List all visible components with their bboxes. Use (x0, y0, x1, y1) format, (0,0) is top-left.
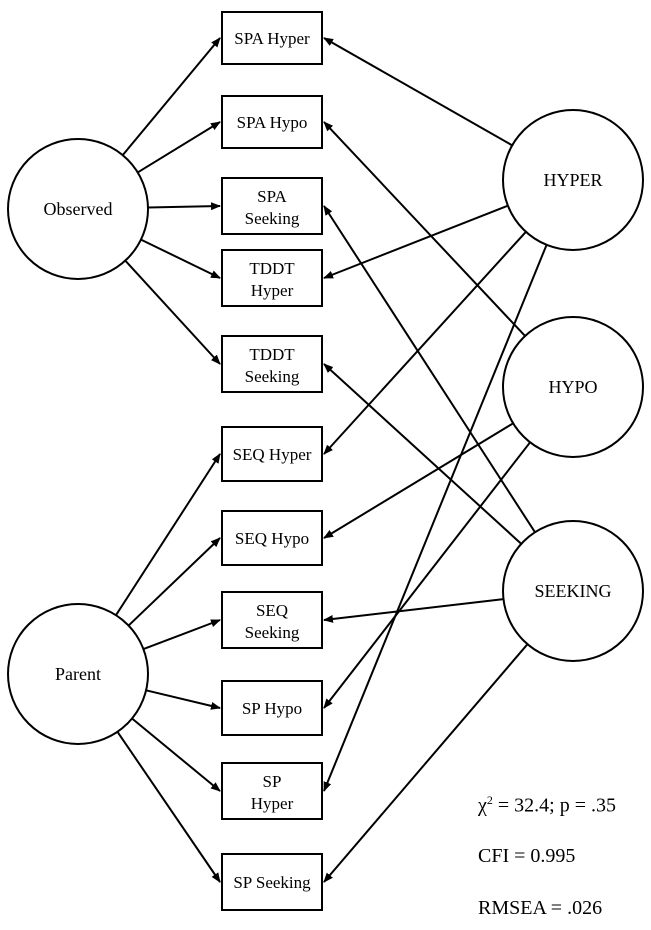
chi-exponent: 2 (486, 793, 493, 807)
path-seeking-to-tddt-seeking (323, 363, 522, 545)
indicator-rect (221, 853, 323, 911)
path-seeking-to-seq-seeking (323, 598, 504, 623)
indicator-label: Seeking (245, 209, 300, 228)
indicator-label: Hyper (251, 281, 294, 300)
path-parent-to-seq-hypo (127, 537, 221, 627)
path-seeking-to-spa-seeking (323, 205, 536, 533)
path-hyper-to-tddt-hyper (323, 204, 509, 279)
path-observed-to-spa-seeking (147, 202, 221, 211)
observed-circle (7, 138, 149, 280)
path-observed-to-tddt-hyper (140, 238, 221, 279)
indicator-label: SEQ Hypo (235, 529, 309, 548)
observed-label: Observed (44, 199, 113, 219)
path-hypo-to-spa-hypo (323, 121, 526, 337)
cfi-stat: CFI = 0.995 (478, 845, 576, 867)
path-hypo-to-seq-hypo (323, 422, 514, 539)
indicator-rect (221, 177, 323, 235)
indicator-label: TDDT (249, 259, 295, 278)
hyper-label: HYPER (543, 170, 602, 190)
indicator-rect (221, 335, 323, 393)
indicator-rect (221, 426, 323, 482)
indicator-label: Hyper (251, 794, 294, 813)
sp-hyper-box: SP Hyper (221, 762, 323, 820)
indicator-label: SEQ (256, 601, 288, 620)
indicator-label: SP Seeking (233, 873, 311, 892)
seq-hypo-box: SEQ Hypo (221, 510, 323, 566)
indicator-label: SPA Hyper (234, 29, 310, 48)
rmsea-stat: RMSEA = .026 (478, 897, 603, 919)
indicator-label: Seeking (245, 623, 300, 642)
indicator-label: Seeking (245, 367, 300, 386)
tddt-seeking-box: TDDT Seeking (221, 335, 323, 393)
tddt-hyper-box: TDDT Hyper (221, 249, 323, 307)
observed-factor: Observed (7, 138, 149, 280)
spa-seeking-box: SPA Seeking (221, 177, 323, 235)
indicator-label: SEQ Hyper (233, 445, 312, 464)
sp-hypo-box: SP Hypo (221, 680, 323, 736)
indicator-label: TDDT (249, 345, 295, 364)
chi-value: = 32.4; p = .35 (492, 794, 617, 817)
indicator-rect (221, 762, 323, 820)
indicator-rect (221, 591, 323, 649)
seeking-factor: SEEKING (502, 520, 644, 662)
path-parent-to-seq-seeking (143, 619, 221, 651)
seq-hyper-box: SEQ Hyper (221, 426, 323, 482)
indicator-rect (221, 95, 323, 149)
hypo-circle (502, 316, 644, 458)
spa-hyper-box: SPA Hyper (221, 11, 323, 65)
path-parent-to-sp-hyper (131, 717, 221, 792)
path-hyper-to-seq-hyper (323, 231, 527, 455)
indicator-rect (221, 249, 323, 307)
sp-seeking-box: SP Seeking (221, 853, 323, 911)
hypo-factor: HYPO (502, 316, 644, 458)
chi-square-stat: χ2 = 32.4; p = .35 (478, 793, 616, 818)
path-observed-to-tddt-seeking (124, 259, 221, 365)
path-parent-to-seq-hyper (115, 453, 221, 616)
path-hypo-to-sp-hypo (323, 441, 531, 709)
chi-symbol: χ (478, 794, 487, 817)
indicator-label: SP (263, 772, 282, 791)
parent-circle (7, 603, 149, 745)
path-observed-to-spa-hyper (121, 37, 221, 156)
parent-factor: Parent (7, 603, 149, 745)
parent-label: Parent (55, 664, 101, 684)
path-hyper-to-sp-hyper (323, 244, 548, 792)
hypo-label: HYPO (548, 377, 597, 397)
indicator-rect (221, 510, 323, 566)
hyper-circle (502, 109, 644, 251)
path-observed-to-spa-hypo (137, 121, 221, 174)
seeking-label: SEEKING (535, 581, 612, 601)
indicator-label: SPA Hypo (237, 113, 308, 132)
path-hyper-to-spa-hyper (323, 37, 513, 147)
hyper-factor: HYPER (502, 109, 644, 251)
indicator-rect (221, 680, 323, 736)
indicator-label: SP Hypo (242, 699, 302, 718)
seq-seeking-box: SEQ Seeking (221, 591, 323, 649)
spa-hypo-box: SPA Hypo (221, 95, 323, 149)
path-parent-to-sp-hypo (145, 689, 221, 710)
indicator-rect (221, 11, 323, 65)
seeking-circle (502, 520, 644, 662)
indicator-label: SPA (257, 187, 287, 206)
path-parent-to-sp-seeking (116, 731, 221, 883)
path-seeking-to-sp-seeking (323, 643, 529, 883)
